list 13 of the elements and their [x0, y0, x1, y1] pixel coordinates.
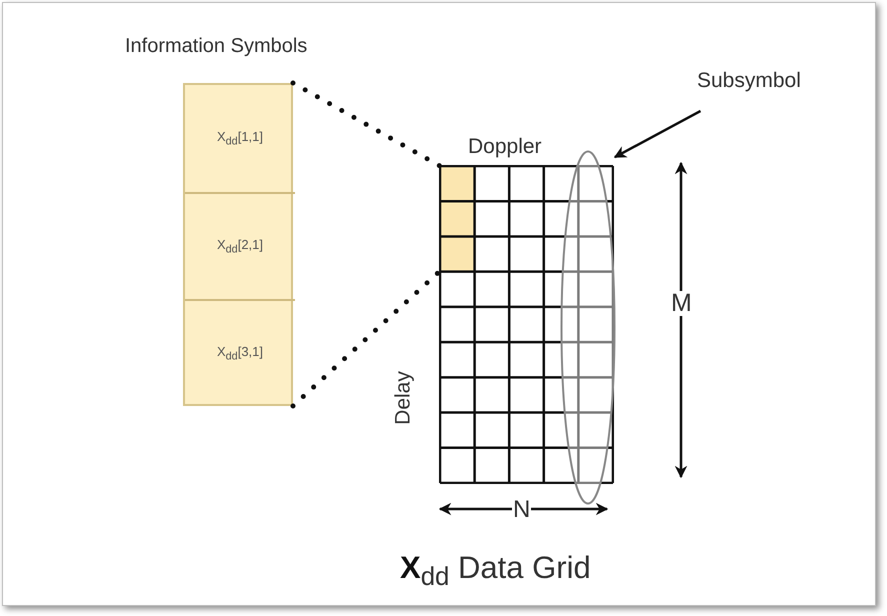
data-grid [440, 166, 613, 483]
axis-label: Doppler [468, 136, 542, 157]
callout-text: Subsymbol [697, 69, 873, 97]
subsymbol-ellipse [560, 150, 616, 505]
grid-caption: X$_{dd}$ Data Grid [400, 550, 591, 592]
symbol-cell: X$_{dd}$[2,1] [185, 192, 295, 299]
dimension-label: M [670, 291, 693, 316]
symbol-cell: X$_{dd}$[3,1] [185, 299, 295, 406]
symbol-cell: X$_{dd}$[1,1] [185, 85, 295, 192]
axis-label: Delay [392, 371, 414, 425]
arrow [614, 110, 702, 158]
stack-heading: Information Symbols [125, 35, 308, 58]
dotted-line [290, 80, 442, 168]
